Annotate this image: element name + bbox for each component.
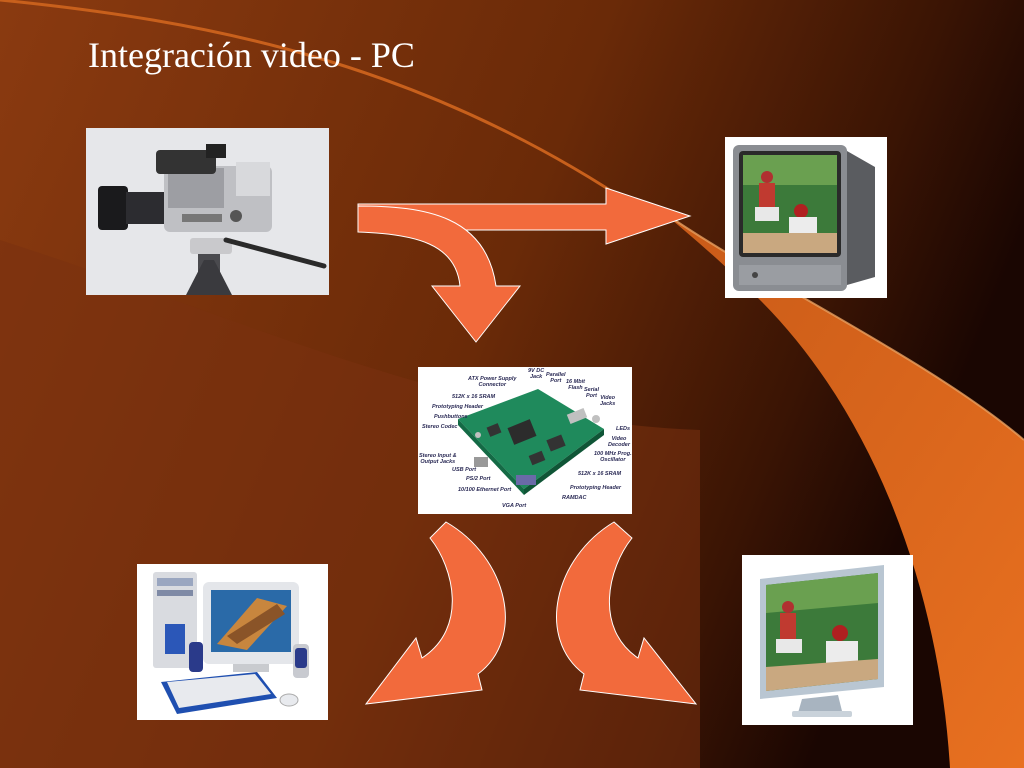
board-label: 9V DC Jack: [528, 368, 545, 380]
video-camera-icon: [86, 128, 329, 295]
board-label: 512K x 16 SRAM: [578, 471, 622, 477]
crt-tv-icon: [725, 137, 887, 298]
board-label: Stereo Input & Output Jacks: [419, 453, 457, 465]
board-label: Video Decoder: [608, 436, 631, 448]
board-label: USB Port: [452, 467, 477, 473]
board-label: ATX Power Supply Connector: [468, 376, 517, 388]
arrow-board-to-computer: [364, 521, 506, 705]
board-label: Prototyping Header: [570, 485, 622, 491]
slide-title: Integración video - PC: [88, 35, 415, 75]
board-label: Serial Port: [584, 387, 599, 399]
board-label: LEDs: [616, 426, 631, 432]
board-label: 100 MHz Prog. Oscillator: [594, 451, 632, 463]
circuit-board-icon: 9V DC Jack Parallel Port ATX Power Suppl…: [418, 367, 632, 514]
board-label: PS/2 Port: [466, 476, 491, 482]
board-label: 16 Mbit Flash: [566, 379, 585, 391]
board-label: RAMDAC: [562, 495, 587, 501]
board-label: Video Jacks: [600, 395, 616, 407]
board-label: Stereo Codec: [422, 424, 458, 430]
arrow-board-to-flat-tv: [556, 521, 698, 705]
board-label: 10/100 Ethernet Port: [458, 487, 512, 493]
board-label: 512K x 16 SRAM: [452, 394, 496, 400]
flat-tv-icon: [742, 555, 913, 725]
board-label: Pushbuttons: [434, 414, 468, 420]
board-label: VGA Port: [502, 503, 527, 509]
board-label: Parallel Port: [546, 372, 566, 384]
board-label: Prototyping Header: [432, 404, 484, 410]
arrow-camera-to-tv: [357, 187, 692, 343]
desktop-computer-icon: [137, 564, 328, 720]
